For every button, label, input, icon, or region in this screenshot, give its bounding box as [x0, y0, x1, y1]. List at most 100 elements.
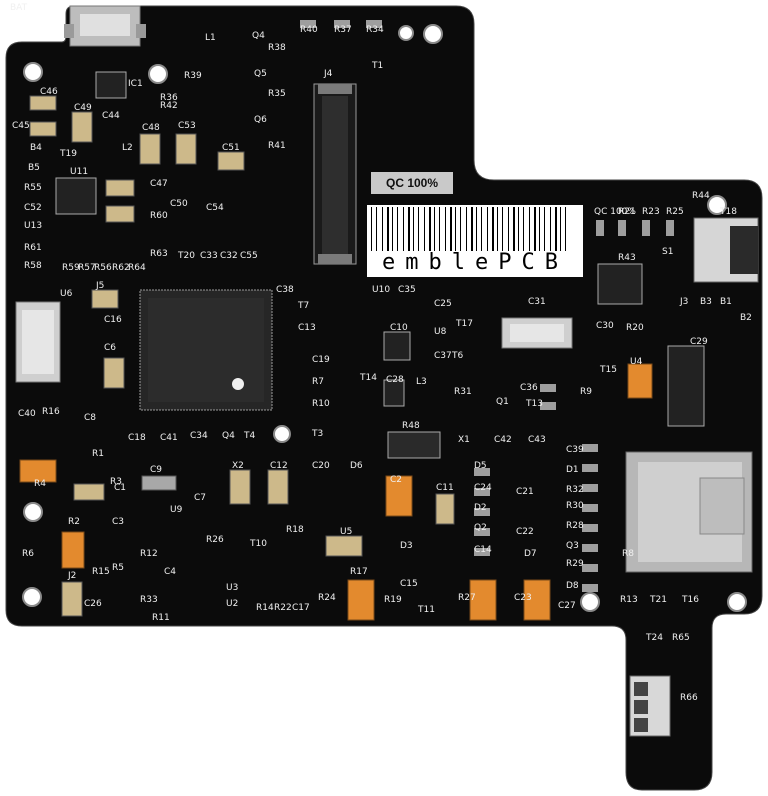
- silkscreen-label: R35: [268, 89, 286, 99]
- barcode-stripe: [408, 207, 410, 251]
- silkscreen-label: C38: [276, 285, 294, 295]
- silkscreen-label: C32: [220, 251, 238, 261]
- silkscreen-label: BAT: [10, 3, 28, 13]
- silkscreen-label: C30: [596, 321, 614, 331]
- silkscreen-label: R6: [22, 549, 34, 559]
- silkscreen-label: R43: [618, 253, 636, 263]
- silkscreen-label: R65: [672, 633, 690, 643]
- silkscreen-label: T13: [525, 399, 543, 409]
- silkscreen-label: D1: [566, 465, 579, 475]
- silkscreen-label: U11: [70, 167, 88, 177]
- silkscreen-label: T21: [649, 595, 667, 605]
- barcode-stripe: [513, 207, 515, 251]
- silkscreen-label: C31: [528, 297, 546, 307]
- silkscreen-label: R30: [566, 501, 584, 511]
- silkscreen-label: C36: [520, 383, 538, 393]
- barcode-stripe: [544, 207, 545, 251]
- silkscreen-label: R19: [384, 595, 402, 605]
- silkscreen-label: J5: [95, 281, 104, 291]
- silkscreen-label: R21: [618, 207, 636, 217]
- silkscreen-label: R4: [34, 479, 46, 489]
- silkscreen-label: R9: [580, 387, 592, 397]
- barcode-stripe: [376, 207, 377, 251]
- silkscreen-label: R26: [206, 535, 224, 545]
- silkscreen-label: R16: [42, 407, 60, 417]
- j2-sd-socket: [625, 451, 753, 573]
- barcode-stripe: [418, 207, 419, 251]
- silkscreen-label: X2: [232, 461, 244, 471]
- silkscreen-label: R40: [300, 25, 318, 35]
- silkscreen-label: C39: [566, 445, 584, 455]
- j3-connector: [501, 317, 573, 349]
- silkscreen-label: R8: [622, 549, 634, 559]
- barcode-stripe: [560, 207, 561, 251]
- silkscreen-label: C3: [112, 517, 124, 527]
- silkscreen-label: C16: [104, 315, 122, 325]
- silkscreen-label: R18: [286, 525, 304, 535]
- silkscreen-label: R56: [94, 263, 112, 273]
- barcode-stripe: [534, 207, 536, 251]
- silkscreen-label: C35: [398, 285, 416, 295]
- silkscreen-label: R63: [150, 249, 168, 259]
- silkscreen-label: C18: [128, 433, 146, 443]
- barcode-stripe: [429, 207, 431, 251]
- barcode-stripe: [387, 207, 389, 251]
- silkscreen-label: C55: [240, 251, 258, 261]
- barcode-stripe: [424, 207, 425, 251]
- silkscreen-label: C24: [474, 483, 492, 493]
- silkscreen-label: D2: [474, 503, 487, 513]
- resistor-pads: [300, 20, 674, 592]
- silkscreen-label: U6: [60, 289, 73, 299]
- silkscreen-label: C25: [434, 299, 452, 309]
- silkscreen-label: T18: [719, 207, 737, 217]
- silkscreen-label: R66: [680, 693, 698, 703]
- silkscreen-label: R29: [566, 559, 584, 569]
- silkscreen-label: C15: [400, 579, 418, 589]
- silkscreen-label: T17: [455, 319, 473, 329]
- silkscreen-label: C10: [390, 323, 408, 333]
- barcode-stripe: [392, 207, 393, 251]
- silkscreen-label: C22: [516, 527, 534, 537]
- silkscreen-label: C45: [12, 121, 30, 131]
- silkscreen-label: C1: [114, 483, 126, 493]
- silkscreen-label: Q2: [474, 523, 487, 533]
- silkscreen-label: D5: [474, 461, 487, 471]
- silkscreen-label: J2: [67, 571, 76, 581]
- silkscreen-label: R7: [312, 377, 324, 387]
- tantalum-capacitors: [19, 363, 653, 621]
- silkscreen-label: U2: [226, 599, 238, 609]
- silkscreen-label: R61: [24, 243, 42, 253]
- barcode-stripe: [529, 207, 530, 251]
- silkscreen-label: C27: [558, 601, 576, 611]
- silkscreen-label: R48: [402, 421, 420, 431]
- silkscreen-label: L2: [122, 143, 133, 153]
- s1-switch: [693, 217, 759, 283]
- silkscreen-label: C37: [434, 351, 452, 361]
- barcode-stripe: [555, 207, 557, 251]
- silkscreen-label: R28: [566, 521, 584, 531]
- barcode-stripe: [476, 207, 477, 251]
- u10-mcu: [139, 289, 273, 411]
- silkscreen-label: T10: [249, 539, 267, 549]
- silkscreen-label: B4: [30, 143, 42, 153]
- silkscreen-label: B2: [740, 313, 752, 323]
- silkscreen-label: U10: [372, 285, 390, 295]
- silkscreen-label: U3: [226, 583, 238, 593]
- silkscreen-label: C43: [528, 435, 546, 445]
- silkscreen-label: Q4: [252, 31, 265, 41]
- silkscreen-label: R58: [24, 261, 42, 271]
- silkscreen-label: D6: [350, 461, 363, 471]
- j5-connector: [15, 301, 61, 383]
- silkscreen-label: T15: [599, 365, 617, 375]
- barcode-stripe: [397, 207, 398, 251]
- silkscreen-label: QC 100%: [594, 207, 636, 217]
- silkscreen-label: C11: [436, 483, 454, 493]
- silkscreen-label: R22: [274, 603, 292, 613]
- barcode-stripe: [508, 207, 509, 251]
- barcode-stripe: [445, 207, 446, 251]
- barcode-stripe: [518, 207, 519, 251]
- silkscreen-label: R2: [68, 517, 80, 527]
- silkscreen-label: T14: [359, 373, 377, 383]
